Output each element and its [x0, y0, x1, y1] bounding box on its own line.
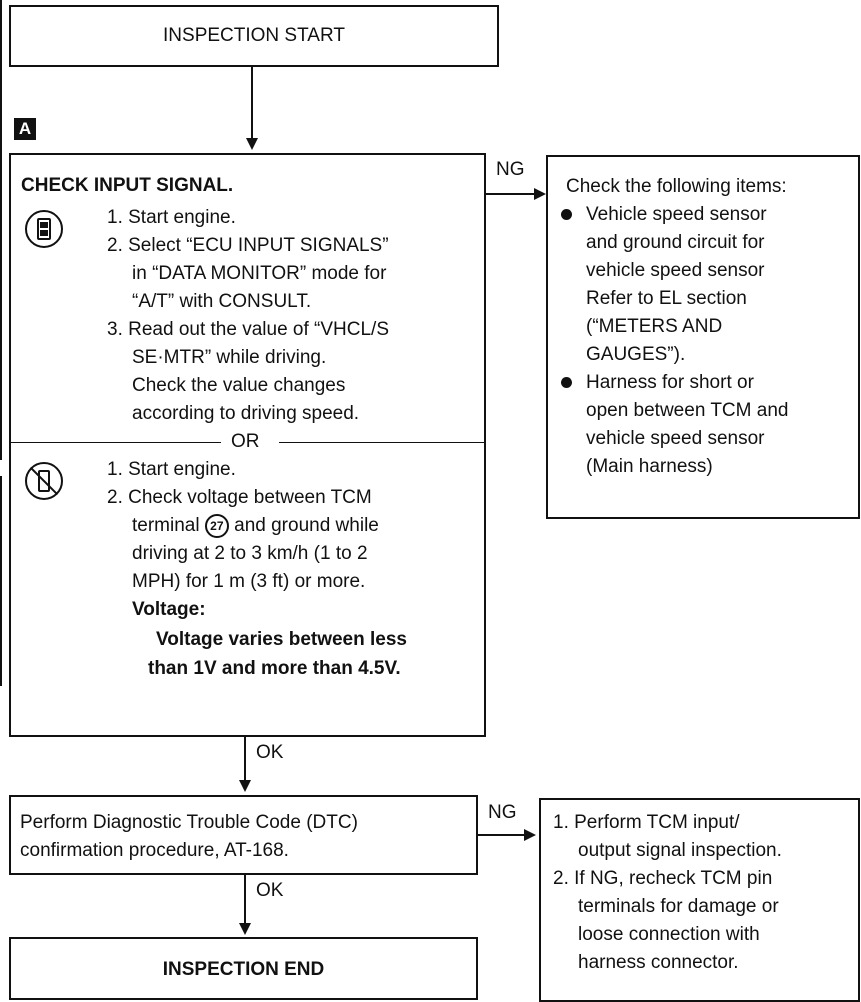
terminal-text: terminal: [132, 515, 200, 537]
item-2-line-4: (Main harness): [586, 456, 713, 477]
manual-step-2-cont-b: driving at 2 to 3 km/h (1 to 2: [132, 543, 368, 564]
arrow-down-icon: [239, 923, 251, 935]
consult-tool-icon: [25, 210, 63, 248]
ok-label-1: OK: [256, 742, 284, 763]
arrow-down-icon: [239, 780, 251, 792]
dtc-confirmation-box: Perform Diagnostic Trouble Code (DTC) co…: [9, 795, 478, 875]
tcm-line-3: 2. If NG, recheck TCM pin: [553, 868, 773, 889]
left-edge-line-top: [0, 0, 2, 460]
manual-step-2-cont-a: terminal 27 and ground while: [132, 514, 379, 538]
item-1-line-6: GAUGES”).: [586, 344, 686, 365]
dtc-line-1: Perform Diagnostic Trouble Code (DTC): [20, 812, 358, 833]
consult-step-2-cont-a: in “DATA MONITOR” mode for: [132, 263, 387, 284]
or-divider-right: [279, 442, 484, 443]
consult-step-1: 1. Start engine.: [107, 207, 236, 228]
check-input-signal-box: CHECK INPUT SIGNAL. 1. Start engine. 2. …: [9, 153, 486, 737]
voltage-spec-line-1: Voltage varies between less: [156, 629, 407, 650]
terminal-number-badge: 27: [204, 514, 229, 538]
item-2-line-3: vehicle speed sensor: [586, 428, 765, 449]
marker-a-badge: A: [14, 118, 36, 140]
bullet-icon: [561, 209, 572, 220]
consult-step-2-cont-b: “A/T” with CONSULT.: [132, 291, 312, 312]
check-items-title: Check the following items:: [566, 176, 787, 197]
item-1-line-3: vehicle speed sensor: [586, 260, 765, 281]
inspection-start-box: INSPECTION START: [9, 5, 499, 67]
consult-step-3-cont-a: SE·MTR” while driving.: [132, 347, 327, 368]
tcm-line-5: loose connection with: [578, 924, 760, 945]
consult-step-3-cont-b: Check the value changes: [132, 375, 346, 396]
arrow-right-icon: [534, 188, 546, 200]
consult-step-3-cont-c: according to driving speed.: [132, 403, 360, 424]
inspection-start-label: INSPECTION START: [163, 25, 345, 46]
tcm-inspection-box: 1. Perform TCM input/ output signal insp…: [539, 798, 860, 1002]
ng-connector-1: [486, 193, 536, 195]
item-1-line-2: and ground circuit for: [586, 232, 765, 253]
manual-step-2: 2. Check voltage between TCM: [107, 487, 372, 508]
tcm-line-6: harness connector.: [578, 952, 739, 973]
item-1-line-5: (“METERS AND: [586, 316, 723, 337]
connector-start-check: [251, 67, 253, 140]
marker-a-label: A: [18, 119, 32, 138]
left-edge-line-bottom: [0, 476, 2, 686]
consult-step-2: 2. Select “ECU INPUT SIGNALS”: [107, 235, 389, 256]
ground-text: and ground while: [234, 515, 379, 537]
check-input-signal-title: CHECK INPUT SIGNAL.: [21, 175, 234, 196]
or-divider-left: [11, 442, 221, 443]
no-consult-icon: [25, 462, 63, 500]
ok-label-2: OK: [256, 880, 284, 901]
consult-step-3: 3. Read out the value of “VHCL/S: [107, 319, 389, 340]
ok-connector-2: [244, 875, 246, 925]
tcm-line-1: 1. Perform TCM input/: [553, 812, 740, 833]
tcm-line-2: output signal inspection.: [578, 840, 782, 861]
inspection-end-label: INSPECTION END: [162, 959, 325, 980]
item-2-line-1: Harness for short or: [586, 372, 754, 393]
arrow-right-icon: [524, 829, 536, 841]
ng-label-1: NG: [496, 159, 525, 180]
ok-connector-1: [244, 737, 246, 782]
voltage-label: Voltage:: [132, 599, 206, 620]
item-1-line-1: Vehicle speed sensor: [586, 204, 767, 225]
dtc-line-2: confirmation procedure, AT-168.: [20, 840, 289, 861]
tcm-line-4: terminals for damage or: [578, 896, 779, 917]
arrow-down-icon: [246, 138, 258, 150]
ng-label-2: NG: [488, 802, 517, 823]
item-2-line-2: open between TCM and: [586, 400, 789, 421]
ng-connector-2: [478, 834, 526, 836]
manual-step-2-cont-c: MPH) for 1 m (3 ft) or more.: [132, 571, 366, 592]
or-label: OR: [231, 431, 260, 452]
inspection-end-box: INSPECTION END: [9, 937, 478, 1000]
voltage-spec-line-2: than 1V and more than 4.5V.: [148, 658, 401, 679]
manual-step-1: 1. Start engine.: [107, 459, 236, 480]
check-items-box: Check the following items: Vehicle speed…: [546, 155, 860, 519]
item-1-line-4: Refer to EL section: [586, 288, 747, 309]
bullet-icon: [561, 377, 572, 388]
